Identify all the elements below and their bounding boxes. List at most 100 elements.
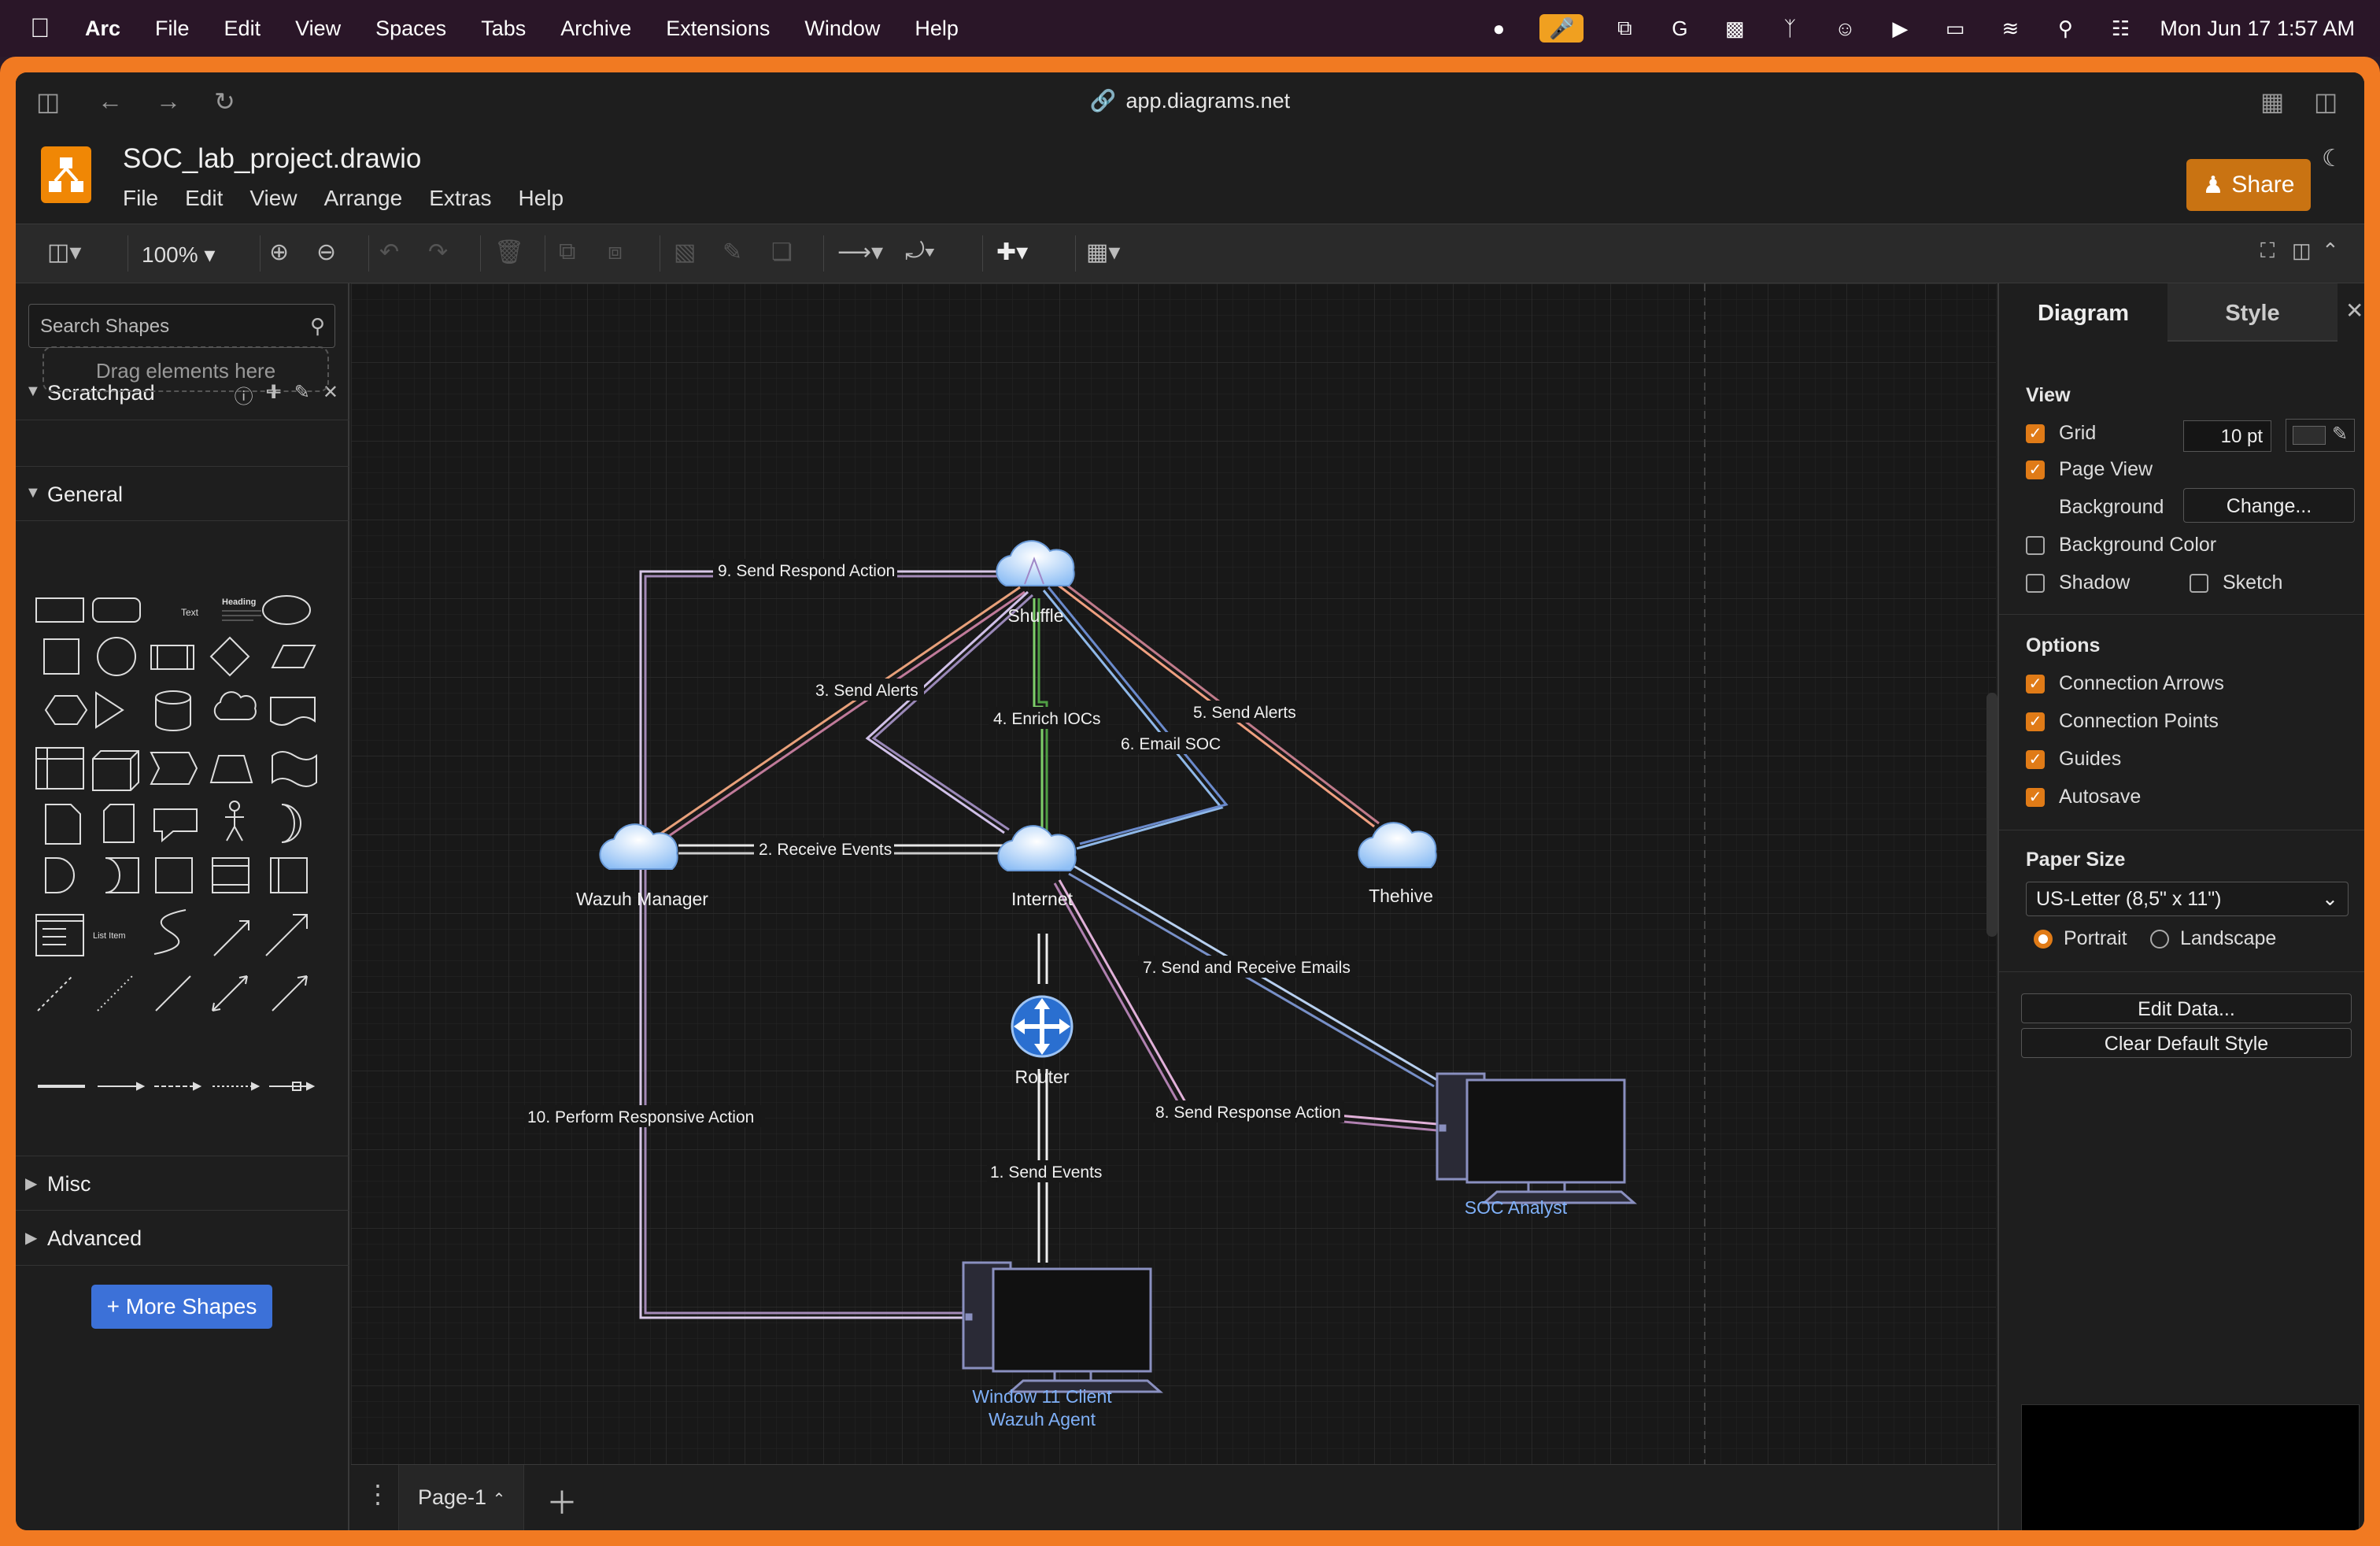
diagram-canvas[interactable]: 9. Send Respond Action 3. Send Alerts 4.…: [351, 283, 1998, 1475]
edit-icon[interactable]: ✎: [294, 382, 310, 403]
pencil-icon[interactable]: ✎: [2332, 423, 2349, 445]
edit-data-button[interactable]: Edit Data...: [2021, 993, 2352, 1023]
macos-menu-spaces[interactable]: Spaces: [375, 16, 447, 40]
grid-size-input[interactable]: 10 pt: [2183, 420, 2271, 452]
edge-label-1[interactable]: 1. Send Events: [990, 1163, 1102, 1182]
edge-6[interactable]: [1042, 590, 1224, 850]
landscape-radio[interactable]: [2150, 929, 2169, 949]
url-display[interactable]: 🔗app.diagrams.net: [16, 88, 2364, 113]
page-menu-icon[interactable]: ⋮: [365, 1480, 390, 1508]
circle-status-icon[interactable]: ●: [1492, 16, 1506, 40]
insert-plus-icon[interactable]: ✚▾: [996, 239, 1029, 265]
split-view-icon[interactable]: ◫: [2314, 87, 2338, 116]
node-label-internet[interactable]: Internet: [1011, 889, 1074, 909]
search-shapes-input[interactable]: Search Shapes ⚲: [28, 304, 335, 348]
dark-mode-icon[interactable]: ☾: [2322, 146, 2343, 172]
connection-style-icon[interactable]: ⟶▾: [837, 239, 884, 265]
macos-menu-extensions[interactable]: Extensions: [666, 16, 771, 40]
edge-label-2[interactable]: 2. Receive Events: [759, 841, 892, 859]
node-label-shuffle[interactable]: Shuffle: [1007, 605, 1063, 626]
shadow-icon[interactable]: ❏: [771, 239, 793, 265]
format-panel-icon[interactable]: ◫▾: [47, 239, 82, 265]
share-button[interactable]: ♟Share: [2186, 159, 2311, 211]
redo-icon[interactable]: ↷: [428, 239, 449, 265]
macos-menu-file[interactable]: File: [155, 16, 190, 40]
page-tab[interactable]: Page-1 ⌃: [398, 1465, 524, 1530]
forward-arrow-icon[interactable]: →: [156, 87, 181, 115]
spotlight-search-icon[interactable]: ⚲: [2057, 16, 2073, 40]
table-icon[interactable]: ▦▾: [1086, 239, 1121, 265]
vertical-scrollbar[interactable]: [1986, 693, 1998, 937]
guides-checkbox[interactable]: ✓: [2026, 749, 2045, 769]
edge-shuffle-internet-left[interactable]: [865, 590, 1029, 834]
format-toggle-icon[interactable]: ◫: [2292, 239, 2312, 262]
macos-menu-tabs[interactable]: Tabs: [481, 16, 527, 40]
search-icon[interactable]: ⚲: [309, 314, 325, 338]
zoom-select[interactable]: 100% ▾: [142, 242, 216, 267]
menu-help[interactable]: Help: [518, 186, 564, 210]
node-label-wazuh-manager[interactable]: Wazuh Manager: [576, 889, 708, 909]
back-arrow-icon[interactable]: ←: [98, 87, 123, 115]
paper-size-select[interactable]: US-Letter (8,5" x 11")⌄: [2026, 882, 2349, 916]
add-icon[interactable]: ✚: [265, 382, 282, 403]
to-front-icon[interactable]: ⧉: [559, 239, 576, 264]
guides-option[interactable]: ✓Guides: [2026, 748, 2121, 771]
menu-extras[interactable]: Extras: [429, 186, 492, 210]
collapse-icon[interactable]: ⌃: [2322, 239, 2339, 262]
delete-icon[interactable]: 🗑: [494, 239, 525, 265]
macos-menu-help[interactable]: Help: [915, 16, 959, 40]
autosave-option[interactable]: ✓Autosave: [2026, 786, 2141, 808]
macos-menu-window[interactable]: Window: [804, 16, 881, 40]
advanced-header[interactable]: ▶ Advanced: [16, 1211, 349, 1266]
menu-file[interactable]: File: [123, 186, 159, 210]
node-wazuh-manager[interactable]: [599, 823, 678, 870]
edge-label-10[interactable]: 10. Perform Responsive Action: [527, 1108, 754, 1126]
control-center-icon[interactable]: ☷: [2111, 16, 2130, 40]
reload-icon[interactable]: ↻: [214, 87, 235, 116]
menu-edit[interactable]: Edit: [185, 186, 224, 210]
outline-minimap[interactable]: [2021, 1404, 2360, 1530]
undo-icon[interactable]: ↶: [379, 239, 400, 265]
shadow-checkbox[interactable]: [2026, 573, 2045, 593]
scratchpad-header[interactable]: ▼ Scratchpad ⓘ ✚ ✎ ✕: [16, 365, 349, 420]
extensions-icon[interactable]: ▦: [2260, 87, 2285, 116]
node-internet[interactable]: [997, 825, 1077, 871]
node-label-router[interactable]: Router: [1014, 1067, 1069, 1087]
edge-label-4[interactable]: 4. Enrich IOCs: [993, 710, 1101, 728]
page-view-option[interactable]: ✓Page View: [2026, 458, 2153, 481]
node-soc-analyst[interactable]: [1436, 1072, 1637, 1204]
screen-share-icon[interactable]: ⧉: [1617, 16, 1632, 39]
edge-label-8[interactable]: 8. Send Response Action: [1155, 1104, 1341, 1122]
portrait-radio[interactable]: [2034, 929, 2053, 949]
battery-icon[interactable]: ▭: [1946, 16, 1965, 40]
to-back-icon[interactable]: ⧈: [608, 239, 623, 264]
user-account-icon[interactable]: ☺: [1835, 16, 1856, 40]
node-label-client-line1[interactable]: Window 11 Client: [972, 1386, 1112, 1407]
bluetooth-icon[interactable]: ᛉ: [1783, 16, 1797, 40]
node-thehive[interactable]: [1358, 822, 1437, 868]
add-page-icon[interactable]: ＋: [546, 1486, 578, 1521]
fill-color-icon[interactable]: ▧: [674, 239, 697, 265]
general-header[interactable]: ▼ General: [16, 466, 349, 521]
node-label-thehive[interactable]: Thehive: [1369, 886, 1433, 906]
general-shapes-grid[interactable]: Text Heading List Item: [16, 535, 349, 1023]
misc-header[interactable]: ▶ Misc: [16, 1156, 349, 1211]
change-background-button[interactable]: Change...: [2183, 488, 2355, 523]
background-color-option[interactable]: Background Color: [2026, 534, 2216, 557]
help-icon[interactable]: ⓘ: [234, 386, 253, 408]
waypoints-icon[interactable]: ⤾▾: [905, 239, 935, 264]
landscape-option[interactable]: Landscape: [2150, 927, 2276, 950]
fullscreen-icon[interactable]: ⛶: [2260, 239, 2275, 262]
tab-diagram[interactable]: Diagram: [1999, 283, 2168, 342]
connection-arrows-checkbox[interactable]: ✓: [2026, 674, 2045, 693]
zoom-out-icon[interactable]: ⊖: [316, 239, 337, 265]
tab-style[interactable]: Style: [2168, 283, 2338, 342]
clear-default-style-button[interactable]: Clear Default Style: [2021, 1028, 2352, 1058]
macos-app-name[interactable]: Arc: [85, 16, 121, 40]
contact-card-icon[interactable]: ▩: [1725, 16, 1745, 40]
edge-label-5[interactable]: 5. Send Alerts: [1193, 704, 1296, 722]
connection-arrows-option[interactable]: ✓Connection Arrows: [2026, 672, 2224, 695]
portrait-option[interactable]: Portrait: [2034, 927, 2127, 950]
microphone-icon[interactable]: 🎤: [1539, 14, 1584, 43]
macos-menu-view[interactable]: View: [295, 16, 342, 40]
